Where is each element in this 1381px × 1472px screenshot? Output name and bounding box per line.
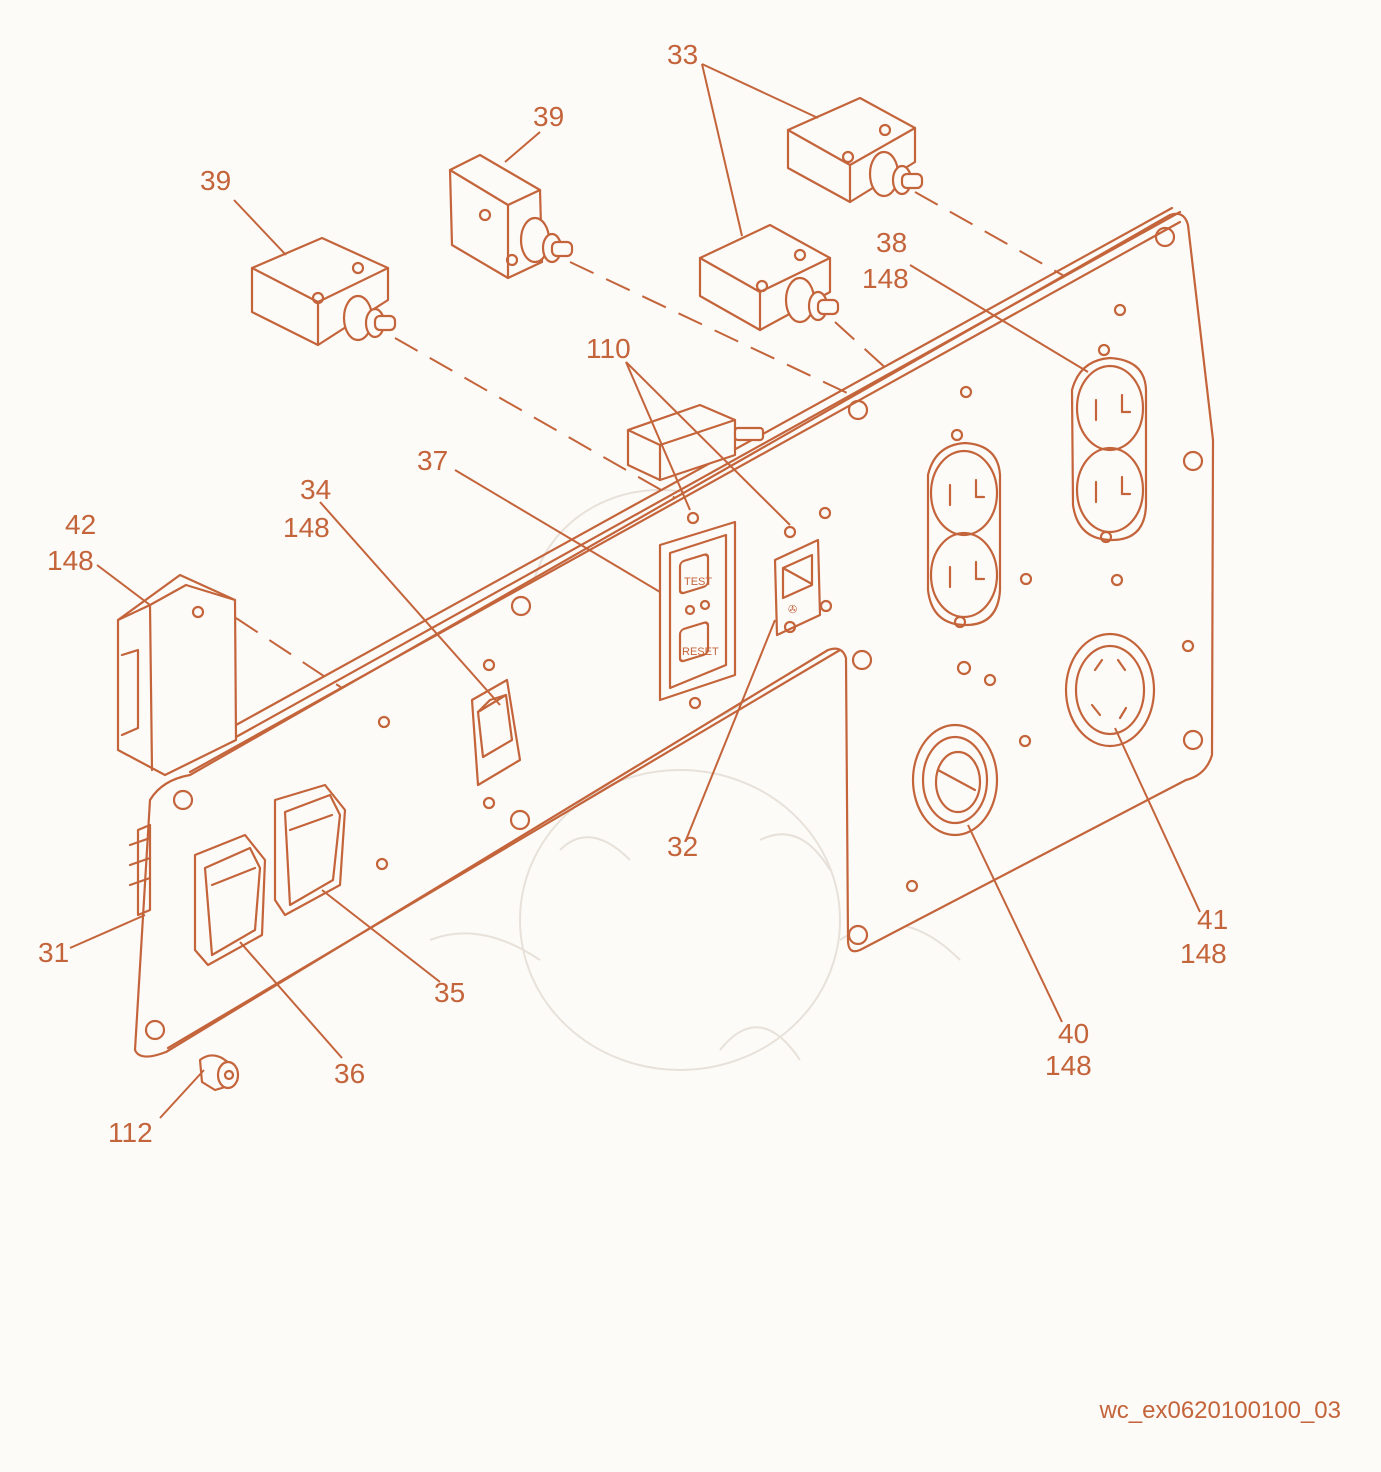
breaker-33-lower: [698, 223, 840, 332]
label-38: 38: [876, 227, 907, 258]
gfci-reset-label: RESET: [682, 646, 719, 658]
breaker-39-middle: [448, 153, 574, 280]
terminal-tabs: [128, 823, 152, 917]
label-39-left: 39: [200, 165, 231, 196]
round-connector-40: [911, 723, 999, 837]
relay-block: [626, 403, 765, 482]
screw-112: [198, 1054, 240, 1092]
twist-lock-receptacle-41: [1064, 632, 1156, 748]
breaker-39-left: [250, 236, 397, 347]
label-35: 35: [434, 977, 465, 1008]
drawing-reference-code: wc_ex0620100100_03: [1099, 1397, 1341, 1424]
label-38-qty: 148: [862, 263, 909, 294]
label-34: 34: [300, 474, 331, 505]
label-41-qty: 148: [1180, 938, 1227, 969]
label-41: 41: [1197, 904, 1228, 935]
label-32: 32: [667, 831, 698, 862]
receptacle-cover-42: [116, 573, 238, 777]
rocker-switch-36: [193, 833, 267, 967]
label-112: 112: [108, 1117, 153, 1148]
label-40: 40: [1058, 1018, 1089, 1049]
label-31: 31: [38, 937, 69, 968]
rocker-switch-35: [273, 783, 347, 917]
rocker-switch-32: ✇: [773, 506, 833, 637]
label-40-qty: 148: [1045, 1050, 1092, 1081]
label-39-middle: 39: [533, 101, 564, 132]
label-33: 33: [667, 39, 698, 70]
label-36: 36: [334, 1058, 365, 1089]
label-34-qty: 148: [283, 512, 330, 543]
leader-lines: [69, 63, 1201, 1119]
gfci-test-label: TEST: [684, 576, 712, 588]
svg-text:✇: ✇: [788, 604, 797, 616]
label-110: 110: [586, 333, 631, 364]
label-37: 37: [417, 445, 448, 476]
part-labels: 33 39 39 38 148 110 37 34 148 42 148 32 …: [38, 39, 1228, 1148]
breaker-33-upper: [786, 96, 924, 204]
gfci-module-37: TEST RESET: [658, 511, 737, 710]
label-42-qty: 148: [47, 545, 94, 576]
duplex-receptacle-38: [1070, 343, 1148, 544]
label-42: 42: [65, 509, 96, 540]
duplex-receptacle-center: [926, 428, 1002, 629]
